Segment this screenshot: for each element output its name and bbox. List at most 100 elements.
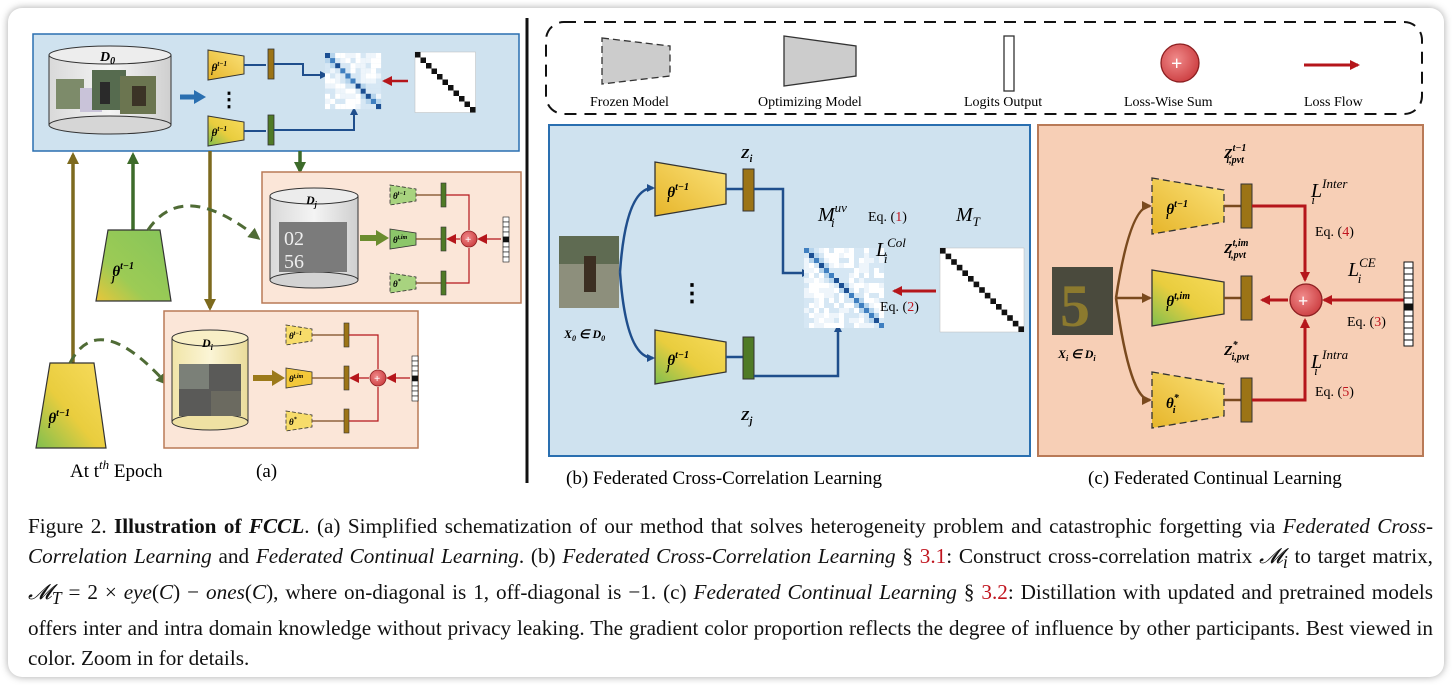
- matrix-cell: [874, 268, 879, 273]
- caption-math: T: [51, 588, 62, 609]
- matrix-cell: [814, 283, 819, 288]
- matrix-cell: [360, 93, 366, 99]
- matrix-cell: [325, 53, 331, 59]
- matrix-cell: [345, 73, 351, 79]
- matrix-cell: [355, 93, 361, 99]
- matrix-cell: [849, 248, 854, 253]
- matrix-diagonal-cell: [453, 90, 459, 96]
- matrix-cell: [854, 253, 859, 258]
- matrix-cell: [824, 308, 829, 313]
- theta-i-model: [654, 161, 727, 217]
- matrix-cell: [849, 318, 854, 323]
- matrix-cell: [804, 273, 809, 278]
- matrix-cell: [869, 288, 874, 293]
- xi-image: [1052, 267, 1113, 335]
- matrix-cell: [864, 288, 869, 293]
- section-ref-link[interactable]: 3.1: [919, 544, 947, 568]
- matrix-cell: [864, 293, 869, 298]
- matrix-cell: [370, 63, 376, 69]
- matrix-cell: [864, 323, 869, 328]
- matrix-cell: [804, 293, 809, 298]
- target-matrix-mt: [939, 247, 1025, 333]
- caption-text: §: [956, 580, 982, 605]
- svg-text:θ*: θ*: [393, 278, 402, 289]
- caption-text: and: [211, 544, 256, 568]
- matrix-cell: [814, 298, 819, 303]
- logit-cell: [502, 256, 510, 263]
- matrix-cell: [365, 93, 371, 99]
- matrix-cell: [859, 318, 864, 323]
- matrix-cell: [839, 318, 844, 323]
- matrix-cell: [365, 63, 371, 69]
- matrix-diagonal-cell: [1007, 315, 1013, 321]
- logit-cell: [1403, 303, 1414, 311]
- theta-i-model: [207, 49, 245, 81]
- matrix-cell: [360, 53, 366, 59]
- zi-label: Zi: [740, 147, 753, 165]
- participant-i-models: θt−1θt,imθ*+: [285, 322, 419, 434]
- matrix-cell: [804, 288, 809, 293]
- matrix-cell: [814, 248, 819, 253]
- matrix-cell: [864, 283, 869, 288]
- matrix-cell: [809, 263, 814, 268]
- matrix-cell: [814, 293, 819, 298]
- loss-sum-node: [1289, 283, 1323, 317]
- matrix-cell: [879, 318, 884, 323]
- matrix-cell: [335, 58, 341, 64]
- matrix-cell: [335, 104, 341, 110]
- matrix-cell: [829, 258, 834, 263]
- dj-cylinder: 02 56: [269, 187, 359, 289]
- legend-logits-output: Logits Output: [964, 95, 1042, 110]
- matrix-cell: [819, 323, 824, 328]
- matrix-cell: [829, 288, 834, 293]
- matrix-cell: [824, 303, 829, 308]
- loss-sum-icon: [1160, 43, 1200, 83]
- logit-cell: [1403, 309, 1414, 317]
- matrix-diagonal-cell: [968, 276, 974, 282]
- matrix-cell: [829, 278, 834, 283]
- logit-cell: [1403, 267, 1414, 275]
- matrix-cell: [325, 98, 331, 104]
- matrix-cell: [824, 298, 829, 303]
- matrix-cell: [819, 293, 824, 298]
- logit-cell: [411, 375, 419, 382]
- matrix-cell: [869, 318, 874, 323]
- matrix-cell: [360, 88, 366, 94]
- matrix-cell: [355, 53, 361, 59]
- matrix-cell: [874, 258, 879, 263]
- matrix-cell: [859, 258, 864, 263]
- matrix-cell: [844, 263, 849, 268]
- matrix-cell: [874, 313, 879, 318]
- matrix-cell: [819, 263, 824, 268]
- matrix-cell: [325, 78, 331, 84]
- matrix-cell: [325, 73, 331, 79]
- matrix-cell: [859, 288, 864, 293]
- logits-output: [267, 114, 275, 146]
- logit-cell: [1403, 321, 1414, 329]
- matrix-cell: [854, 318, 859, 323]
- matrix-cell: [345, 78, 351, 84]
- matrix-cell: [834, 303, 839, 308]
- matrix-cell: [340, 93, 346, 99]
- matrix-cell: [330, 78, 336, 84]
- matrix-cell: [854, 268, 859, 273]
- caption-math: C: [159, 580, 174, 605]
- matrix-cell: [809, 303, 814, 308]
- matrix-cell: [325, 63, 331, 69]
- matrix-cell: [849, 283, 854, 288]
- matrix-cell: [879, 268, 884, 273]
- section-ref-link[interactable]: 3.2: [981, 580, 1008, 605]
- ellipsis: ⋮: [680, 281, 704, 307]
- matrix-diagonal-cell: [973, 281, 980, 288]
- matrix-cell: [874, 298, 879, 303]
- matrix-cell: [854, 303, 859, 308]
- matrix-cell: [376, 83, 382, 89]
- matrix-cell: [834, 298, 839, 303]
- z-star-label: Z*i,pvt: [1223, 340, 1250, 363]
- matrix-cell: [335, 83, 341, 89]
- matrix-cell: [879, 313, 884, 318]
- eq2-label: Eq. (2): [880, 300, 919, 315]
